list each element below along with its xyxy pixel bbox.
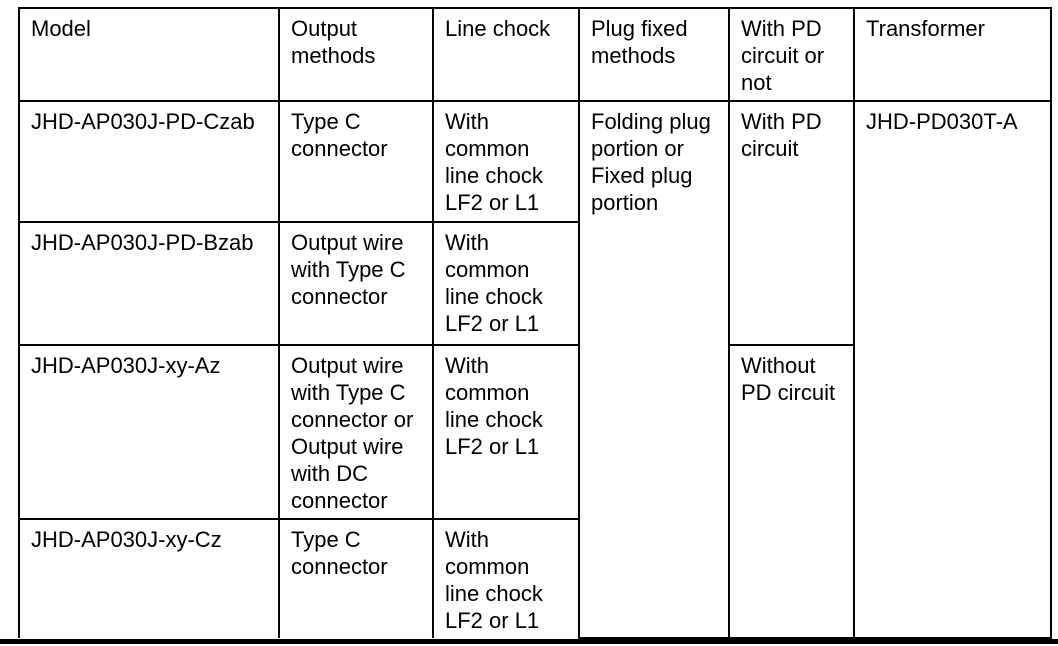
column-header-line-chock: Line chock [432, 7, 580, 102]
model-cell-row3: JHD-AP030J-xy-Az [18, 344, 280, 520]
table-row: JHD-AP030J-xy-Cz Type C connector With c… [18, 518, 1051, 638]
plug-fixed-methods-cell: Folding plug portion or Fixed plug porti… [578, 100, 730, 639]
table-row: JHD-AP030J-PD-Czab Type C connector With… [18, 100, 1052, 639]
line-chock-cell-row4: With common line chock LF2 or L1 [432, 518, 580, 638]
output-methods-cell-row3: Output wire with Type C connector or Out… [278, 344, 434, 520]
line-chock-cell-row2: With common line chock LF2 or L1 [432, 221, 580, 346]
column-header-plug-fixed-methods: Plug fixed methods [578, 7, 730, 102]
table-row: JHD-AP030J-PD-Bzab Output wire with Type… [18, 221, 1051, 346]
header-row: Model Output methods Line chock Plug fix… [18, 7, 1052, 102]
model-cell-row4: JHD-AP030J-xy-Cz [18, 518, 280, 638]
output-methods-cell-row2: Output wire with Type C connector [278, 221, 434, 346]
pd-circuit-cell-without: Without PD circuit [728, 344, 855, 639]
column-header-pd-circuit: With PD circuit or not [728, 7, 855, 102]
column-header-transformer: Transformer [853, 7, 1052, 102]
column-header-output-methods: Output methods [278, 7, 434, 102]
table-row: JHD-AP030J-xy-Az Output wire with Type C… [18, 344, 1051, 639]
pd-circuit-cell-with: With PD circuit [728, 100, 855, 346]
output-methods-cell-row4: Type C connector [278, 518, 434, 638]
line-chock-cell-row1: With common line chock LF2 or L1 [432, 100, 580, 223]
output-methods-cell-row1: Type C connector [278, 100, 434, 223]
model-spec-table: Model Output methods Line chock Plug fix… [18, 7, 1052, 639]
model-cell-row2: JHD-AP030J-PD-Bzab [18, 221, 280, 346]
transformer-cell: JHD-PD030T-A [853, 100, 1052, 639]
model-cell-row1: JHD-AP030J-PD-Czab [18, 100, 280, 223]
line-chock-cell-row3: With common line chock LF2 or L1 [432, 344, 580, 520]
column-header-model: Model [18, 7, 280, 102]
bottom-rule [0, 639, 1058, 644]
